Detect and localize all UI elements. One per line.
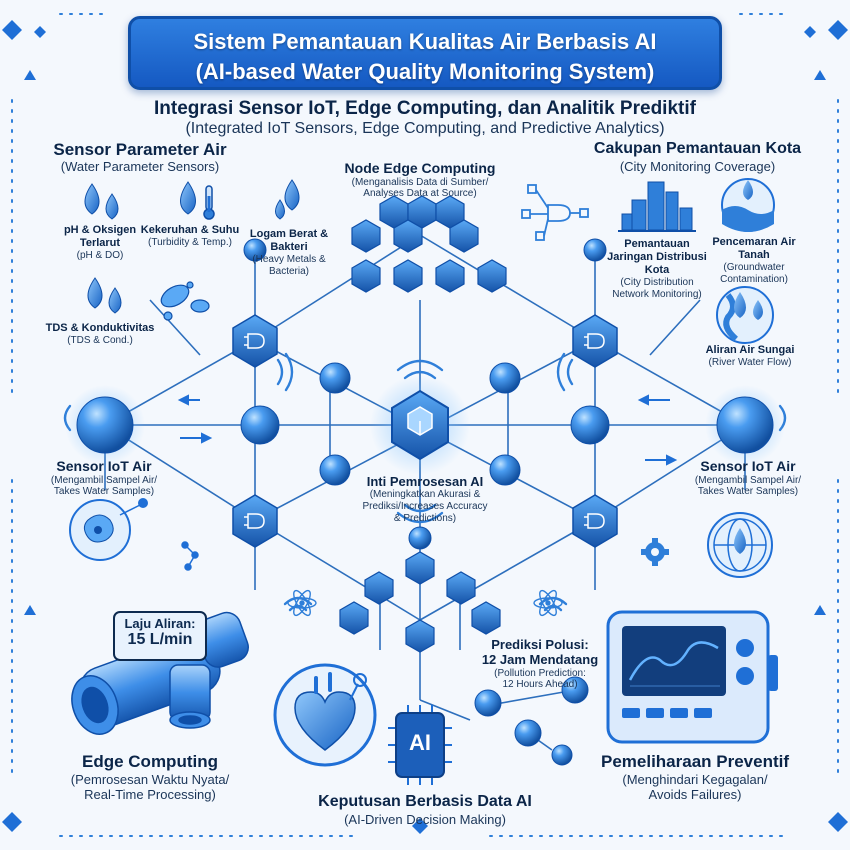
iot-sensor-right: Sensor IoT Air (Mengambil Sampel Air/ Ta… — [660, 458, 836, 498]
flow-readout-box — [113, 611, 207, 661]
hex-grid-bottom — [339, 551, 501, 653]
param-metals-label: Logam Berat & Bakteri — [249, 228, 329, 253]
city-groundwater: Pencemaran Air Tanah (Groundwater Contam… — [706, 236, 802, 286]
atom-icon — [287, 589, 563, 617]
prediction-title-2: 12 Jam Mendatang — [481, 652, 599, 668]
logic-gate-icon — [232, 314, 618, 548]
iot-sensor-left: Sensor IoT Air (Mengambil Sampel Air/ Ta… — [16, 458, 192, 498]
ai-core-hex — [391, 389, 449, 461]
city-river-label: Aliran Air Sungai — [705, 344, 795, 356]
decision-sub: (AI-Driven Decision Making) — [344, 811, 506, 827]
city-river-sub: (River Water Flow) — [708, 356, 792, 368]
sphere-nodes — [76, 238, 774, 766]
edge-bottom-sub-1: (Pemrosesan Waktu Nyata/ — [70, 772, 230, 788]
city-buildings-icon — [618, 181, 696, 232]
edge-computing-label: Edge Computing (Pemrosesan Waktu Nyata/ … — [40, 752, 260, 803]
subtitle-sub: (Integrated IoT Sensors, Edge Computing,… — [185, 120, 665, 137]
param-ph-sub: (pH & DO) — [76, 249, 124, 261]
microbe-icon — [69, 498, 148, 561]
prediction-sub-2: 12 Hours Ahead) — [502, 679, 578, 691]
edge-node-label: Node Edge Computing (Menganalisis Data d… — [320, 160, 520, 200]
prediction-title-1: Prediksi Polusi: — [491, 637, 589, 652]
ai-core-label: Inti Pemrosesan AI (Meningkatkan Akurasi… — [345, 474, 505, 525]
flow-readout: Laju Aliran: 15 L/min — [114, 616, 206, 650]
ai-core-sub-3: & Predictions) — [393, 512, 457, 524]
title-line-2: (AI-based Water Quality Monitoring Syste… — [195, 59, 655, 84]
ai-chip-label: AI — [409, 730, 431, 755]
monitor-icon — [606, 610, 778, 744]
maintenance-sub-1: (Menghindari Kegagalan/ — [622, 772, 768, 788]
ai-core-sub-1: (Meningkatkan Akurasi & — [369, 489, 481, 501]
edge-bottom-sub-2: Real-Time Processing) — [84, 787, 216, 803]
param-turbidity-sub: (Turbidity & Temp.) — [148, 236, 232, 248]
flow-label: Laju Aliran: — [124, 616, 196, 631]
heart-icon — [273, 663, 377, 767]
flow-value: 15 L/min — [127, 631, 193, 649]
city-distribution-sub: (City Distribution Network Monitoring) — [612, 276, 702, 300]
param-ph-do: pH & Oksigen Terlarut (pH & DO) — [52, 224, 148, 262]
edge-node-title: Node Edge Computing — [344, 160, 496, 176]
water-drop-icon — [84, 179, 300, 314]
iot-left-sub-1: (Mengambil Sampel Air/ — [50, 474, 158, 486]
city-title: Cakupan Pemantauan Kota — [593, 140, 802, 157]
ai-core-title: Inti Pemrosesan AI — [366, 474, 484, 489]
decision-title: Keputusan Berbasis Data AI — [318, 793, 532, 810]
decision-label: Keputusan Berbasis Data AI (AI-Driven De… — [290, 793, 560, 827]
iot-left-sub-2: Takes Water Samples) — [53, 486, 155, 498]
subtitle-main: Integrasi Sensor IoT, Edge Computing, da… — [154, 98, 696, 119]
groundwater-icon — [721, 178, 775, 232]
city-distribution: Pemantauan Jaringan Distribusi Kota (Cit… — [604, 238, 710, 301]
prediction-sub-1: (Pollution Prediction: — [494, 667, 586, 679]
city-river: Aliran Air Sungai (River Water Flow) — [690, 344, 810, 369]
param-tds-label: TDS & Konduktivitas — [45, 322, 155, 334]
city-groundwater-label: Pencemaran Air Tanah — [712, 236, 796, 261]
title-line-1: Sistem Pemantauan Kualitas Air Berbasis … — [193, 29, 657, 54]
param-metals: Logam Berat & Bakteri (Heavy Metals & Ba… — [244, 228, 334, 278]
sensor-params-title: Sensor Parameter Air — [53, 140, 227, 159]
city-subtitle: (City Monitoring Coverage) — [619, 159, 776, 174]
iot-right-sub-1: (Mengambil Sampel Air/ — [694, 474, 802, 486]
edge-node-sub-2: Analyses Data at Source) — [363, 188, 477, 200]
maintenance-label: Pemeliharaan Preventif (Menghindari Kega… — [585, 752, 805, 803]
iot-right-title: Sensor IoT Air — [700, 458, 796, 474]
corner-diamonds — [2, 20, 848, 834]
param-turbidity-label: Kekeruhan & Suhu — [140, 224, 240, 236]
bacteria-icon — [160, 281, 210, 321]
molecule-icon — [181, 541, 199, 571]
maintenance-title: Pemeliharaan Preventif — [600, 752, 790, 771]
sensor-params-subtitle: (Water Parameter Sensors) — [60, 159, 220, 174]
city-distribution-label: Pemantauan Jaringan Distribusi Kota — [607, 238, 707, 276]
river-icon — [716, 286, 774, 344]
maintenance-sub-2: Avoids Failures) — [648, 787, 742, 803]
edge-node-sub-1: (Menganalisis Data di Sumber/ — [351, 176, 489, 188]
sensor-node-left — [76, 396, 134, 454]
iot-right-sub-2: Takes Water Samples) — [697, 486, 799, 498]
ai-core-sub-2: Prediksi/Increases Accuracy — [362, 501, 488, 513]
edge-bottom-title: Edge Computing — [82, 752, 218, 771]
frame-decoration — [11, 13, 839, 837]
flow-arrows — [177, 394, 678, 466]
param-tds-sub: (TDS & Cond.) — [67, 334, 133, 346]
logic-circuit-icon — [521, 184, 589, 241]
sensor-node-right — [716, 396, 774, 454]
title-banner: Sistem Pemantauan Kualitas Air Berbasis … — [128, 16, 722, 90]
param-metals-sub: (Heavy Metals & Bacteria) — [252, 253, 326, 277]
gear-icon — [641, 538, 669, 566]
city-groundwater-sub: (Groundwater Contamination) — [720, 261, 788, 285]
param-turbidity: Kekeruhan & Suhu (Turbidity & Temp.) — [140, 224, 240, 249]
iot-left-title: Sensor IoT Air — [56, 458, 152, 474]
thermometer-icon — [203, 185, 215, 220]
pollution-prediction: Prediksi Polusi: 12 Jam Mendatang (Pollu… — [470, 637, 610, 691]
param-tds: TDS & Konduktivitas (TDS & Cond.) — [45, 322, 155, 347]
hex-grid-top — [351, 195, 507, 293]
param-ph-label: pH & Oksigen Terlarut — [63, 224, 137, 249]
globe-drop-icon — [707, 512, 773, 578]
ai-chip-icon — [388, 705, 452, 785]
